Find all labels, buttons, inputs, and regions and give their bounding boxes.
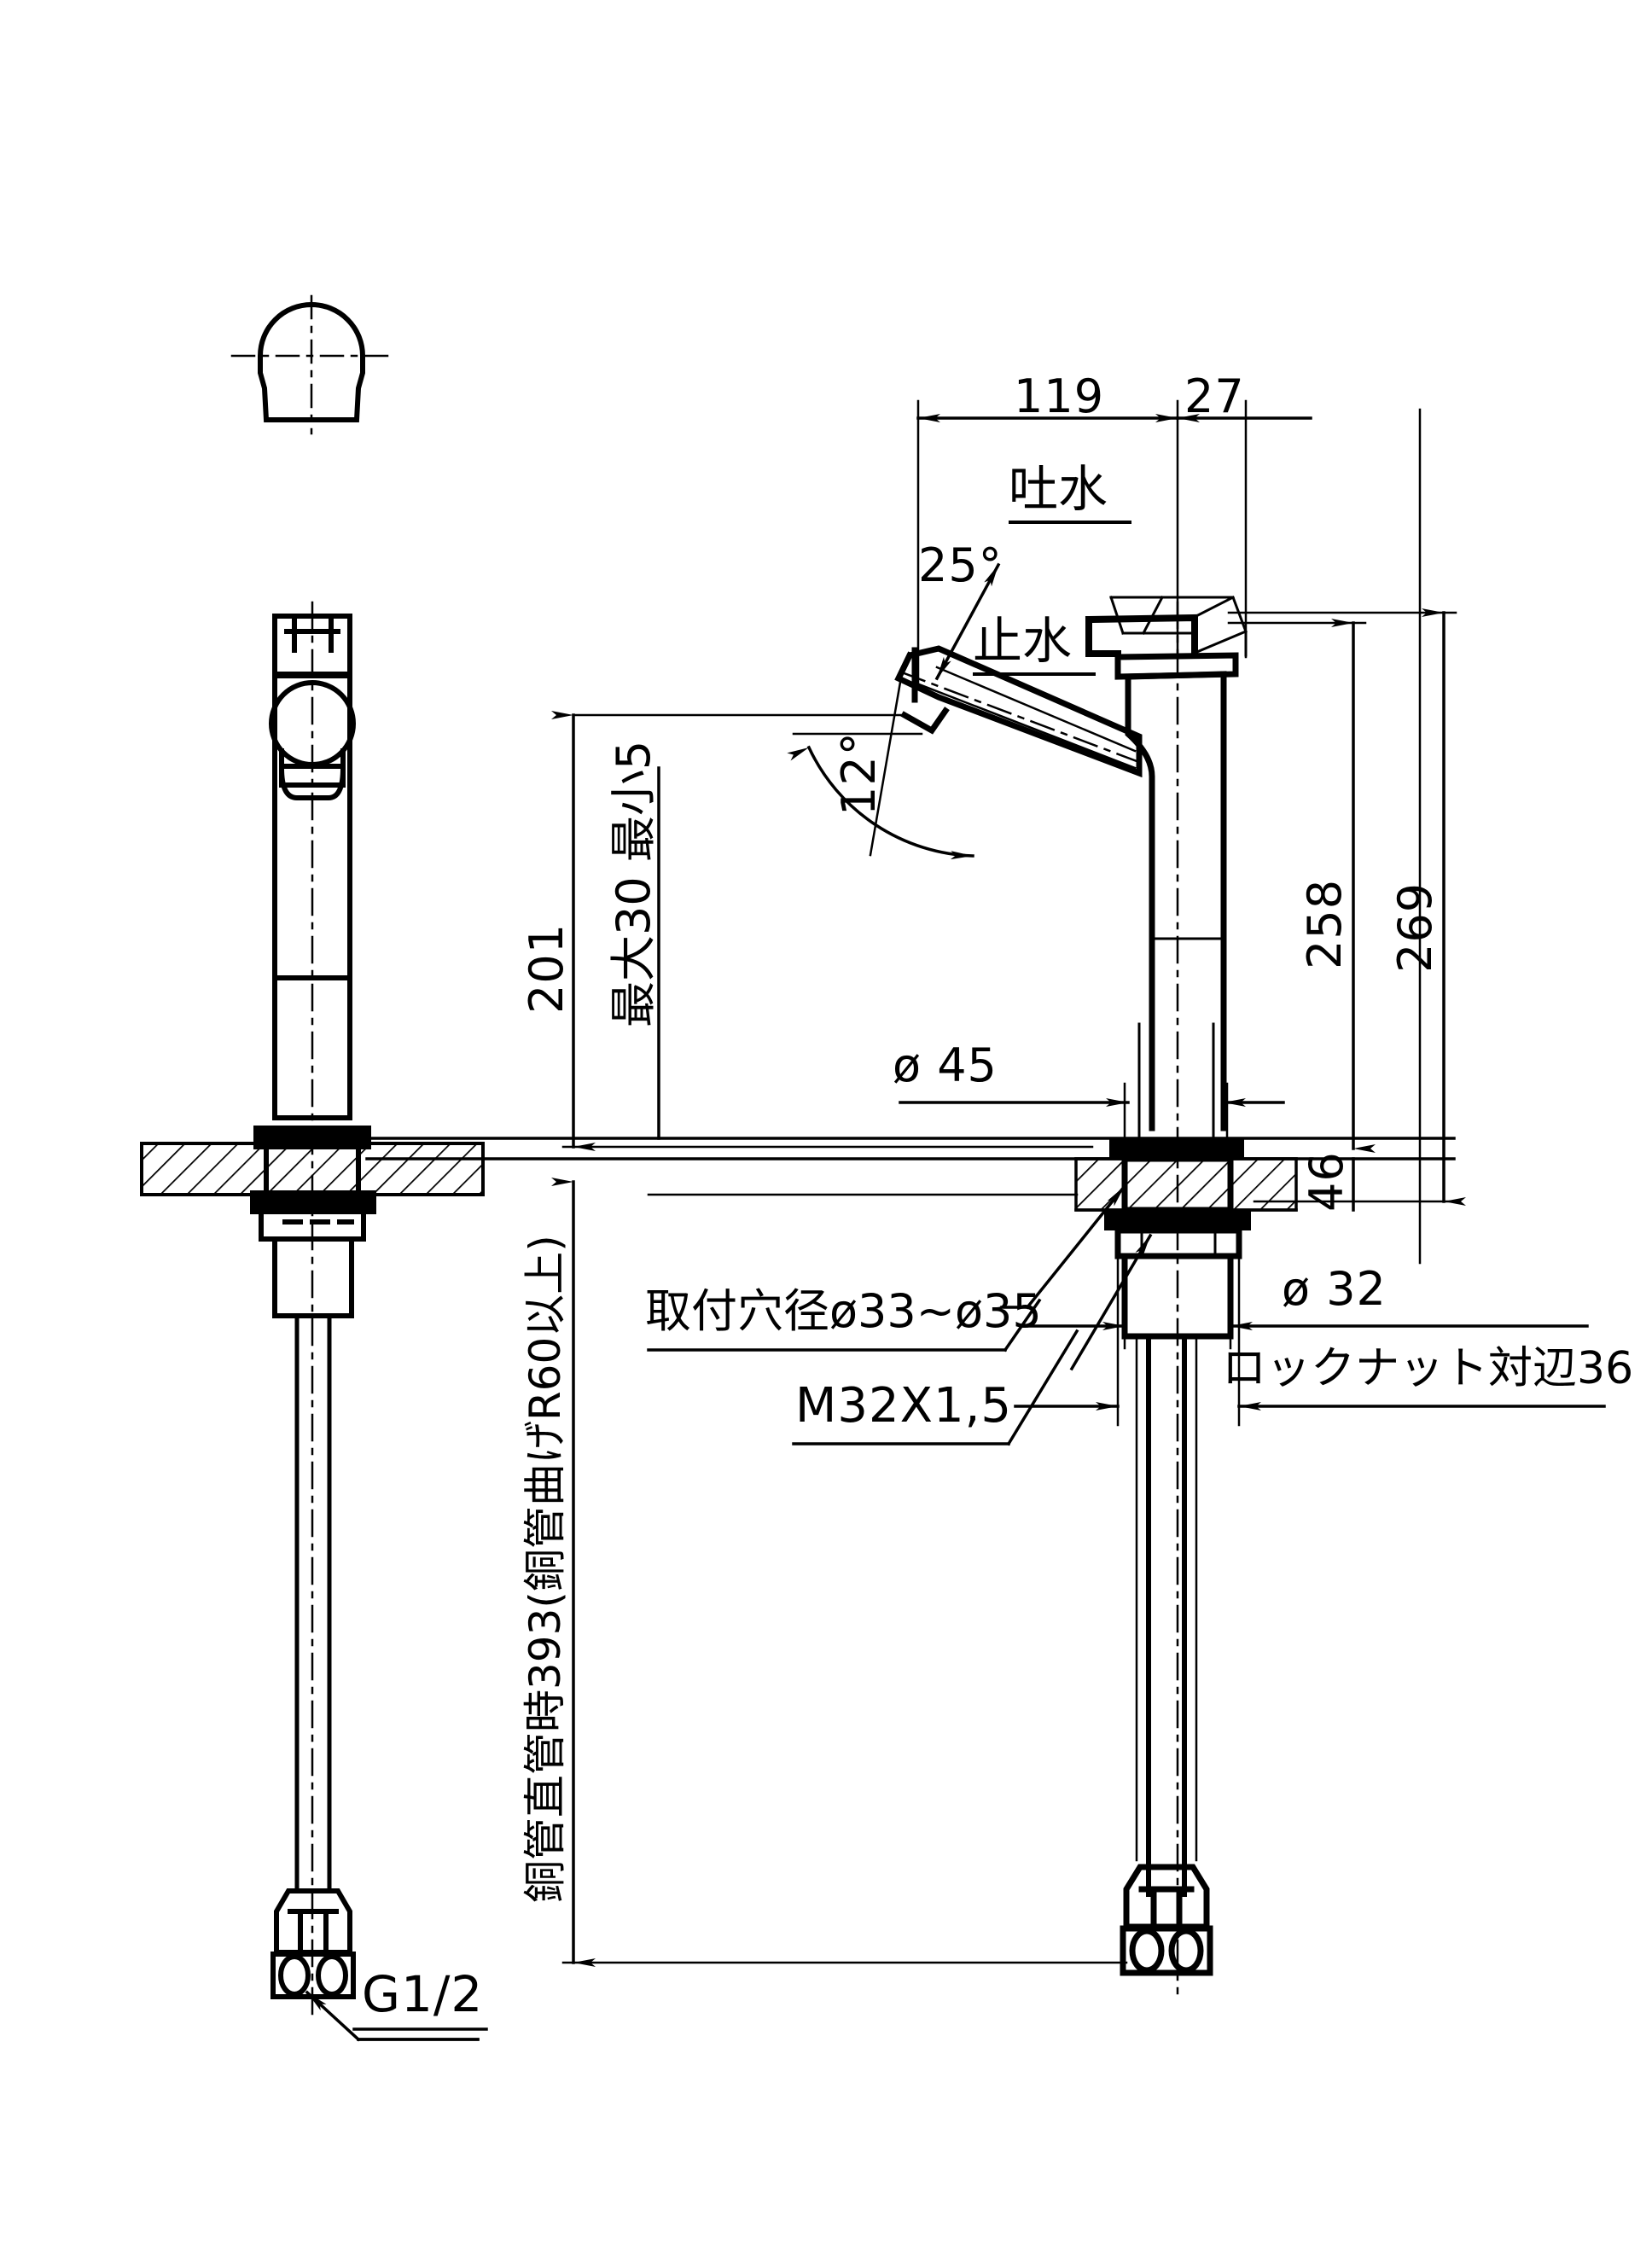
top-view-centerlines xyxy=(230,294,393,435)
side-view-lever xyxy=(1085,614,1198,657)
leader-thread xyxy=(1069,1233,1153,1371)
dim-d45-ext xyxy=(1123,1082,1229,1145)
side-view-body xyxy=(1125,671,1227,1131)
angle-25-leader xyxy=(934,562,1001,681)
annotation-deck-range: 最大30 最小5 xyxy=(607,740,660,1027)
dim-label-258: 258 xyxy=(1298,878,1352,969)
angle-label-12: 12° xyxy=(832,731,886,816)
dim-201-ext xyxy=(561,713,1094,1149)
annotation-spout-open: 吐水 xyxy=(1009,460,1108,518)
annotation-spout-closed: 止水 xyxy=(973,612,1073,670)
side-view-spout xyxy=(894,645,1143,778)
angle-12-ref-line xyxy=(869,671,904,857)
dim-locknut-ext xyxy=(1116,1229,1241,1427)
side-view-supply-tube xyxy=(1146,1334,1187,1897)
annotation-mounting-hole: 取付穴径ø33~ø35 xyxy=(645,1284,1042,1338)
dim-d32-ext xyxy=(1123,1254,1232,1350)
dim-label-46: 46 xyxy=(1300,1151,1353,1212)
leader-mounting-hole xyxy=(1000,1184,1127,1310)
annotation-thread: M32X1,5 xyxy=(795,1378,1012,1434)
side-view-fitting xyxy=(1120,1864,1213,1976)
side-view-spout-centerline xyxy=(900,671,1145,765)
front-view-shank xyxy=(259,1144,366,1318)
dim-label-269: 269 xyxy=(1388,881,1442,973)
g12-leader xyxy=(305,1990,480,2042)
top-view-handle xyxy=(258,302,365,422)
dim-label-201: 201 xyxy=(520,922,573,1014)
side-view-deck-lines xyxy=(365,1137,1456,1160)
dim-label-119: 119 xyxy=(1014,369,1105,423)
dim-269-ext xyxy=(1227,611,1457,1203)
dim-ext-lines xyxy=(916,399,1422,1265)
annotation-copper-tube: 銅管直管時393(銅管曲げR60以上) xyxy=(521,1235,570,1903)
dim-label-27: 27 xyxy=(1184,369,1245,423)
side-view-spout-inner xyxy=(913,666,1137,770)
front-view-supply-tube xyxy=(294,1313,332,1893)
dim-label-d32: ø 32 xyxy=(1282,1262,1387,1316)
annotation-inlet-thread: G1/2 xyxy=(362,1965,484,2023)
angle-label-25: 25° xyxy=(918,538,1003,592)
dim-label-d45: ø 45 xyxy=(893,1038,998,1092)
dim-deck-range-ext xyxy=(647,1137,1079,1196)
side-view-supply-tube-thin xyxy=(1135,1335,1198,1862)
annotation-locknut: ロックナット対辺36 xyxy=(1222,1343,1634,1394)
